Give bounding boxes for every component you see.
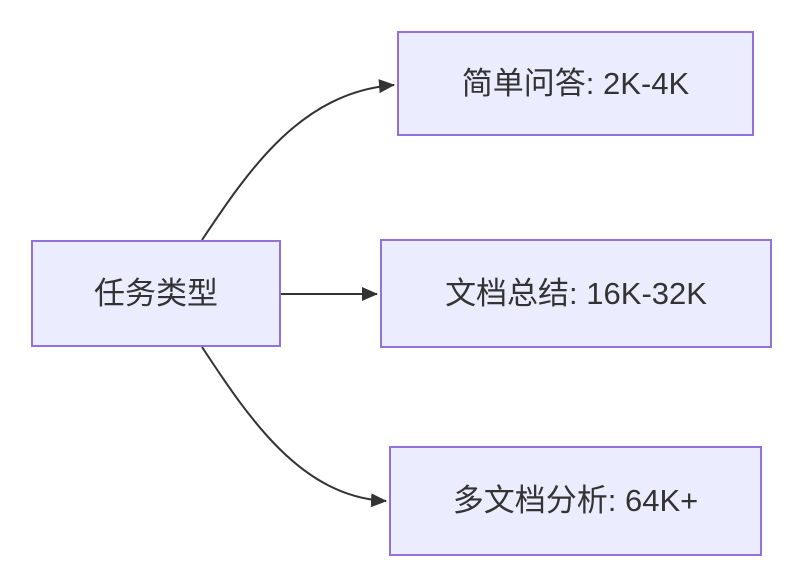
- node-task-type-label: 任务类型: [94, 275, 218, 311]
- node-doc-summary-label: 文档总结: 16K-32K: [445, 275, 707, 311]
- node-task-type: 任务类型: [31, 240, 281, 347]
- node-doc-summary: 文档总结: 16K-32K: [380, 239, 772, 348]
- edge-root-to-multi-doc: [201, 346, 387, 508]
- node-multi-doc: 多文档分析: 64K+: [389, 446, 762, 556]
- node-simple-qa-label: 简单问答: 2K-4K: [461, 65, 690, 101]
- node-multi-doc-label: 多文档分析: 64K+: [452, 483, 699, 519]
- edge-root-to-simple-qa: [201, 79, 395, 241]
- node-simple-qa: 简单问答: 2K-4K: [397, 31, 754, 136]
